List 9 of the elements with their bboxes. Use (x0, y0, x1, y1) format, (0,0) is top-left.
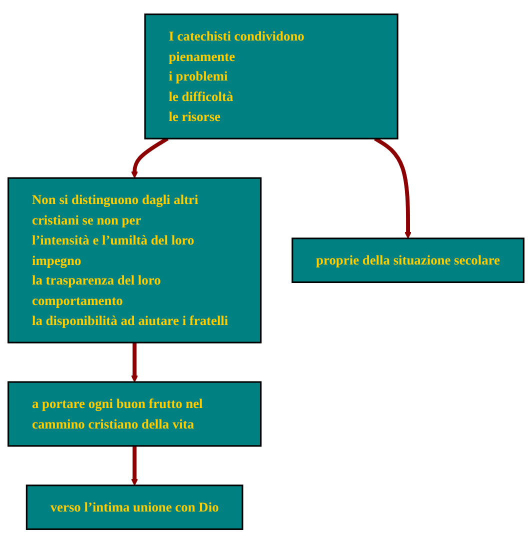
arrow (131, 342, 138, 383)
node-box: proprie della situazione secolare (292, 238, 524, 284)
arrow (131, 137, 169, 179)
arrow (374, 137, 412, 239)
node-box: a portare ogni buon frutto nel cammino cristiano della vita (8, 381, 262, 447)
arrow (131, 446, 138, 486)
node-box: I catechisti condividono pienamente i problemi le difficoltà le risorse (144, 14, 398, 140)
node-box: verso l’intima unione con Dio (26, 484, 244, 530)
node-box: Non si distinguono dagli altri cristiani se non per l’intensità e l’umiltà del loro impegno la trasparenza del loro comportamento la disponibilità ad aiutare i fratelli (8, 178, 262, 344)
